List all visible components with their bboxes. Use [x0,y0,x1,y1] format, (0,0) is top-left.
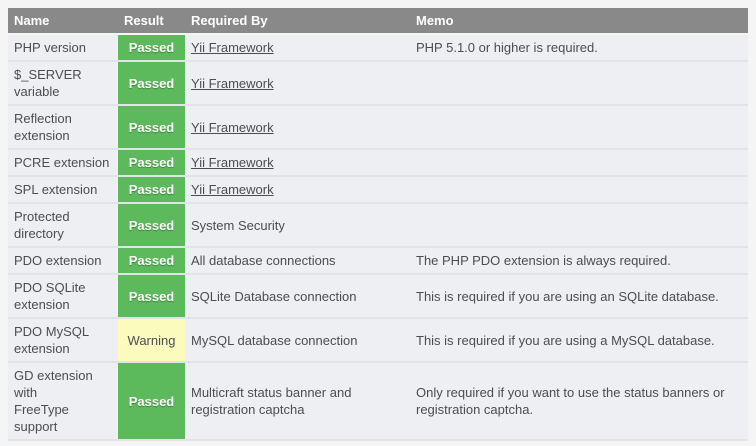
table-row: PCRE extension Passed Yii Framework [8,149,748,177]
required-by: Yii Framework [185,34,410,62]
result-badge: Passed [118,203,185,248]
required-by: All database connections [185,247,410,275]
table-row: Protected directory Passed System Securi… [8,203,748,248]
table-header-row: Name Result Required By Memo [8,8,748,35]
required-by-link[interactable]: Yii Framework [191,40,274,55]
required-by: MySQL database connection [185,318,410,363]
table-row: $_SERVER variable Passed Yii Framework [8,61,748,106]
table-row: PDO extension Passed All database connec… [8,247,748,275]
requirement-name: Protected directory [8,203,118,248]
memo-text [410,176,748,204]
required-by-link[interactable]: Yii Framework [191,75,274,91]
required-by-link[interactable]: Yii Framework [191,182,274,197]
table-row: GD extension with FreeType support Passe… [8,362,748,441]
requirement-name: PHP version [8,34,118,62]
memo-text [410,105,748,150]
column-header-required-by: Required By [185,8,410,35]
table-row: PDO MySQL extension Warning MySQL databa… [8,318,748,363]
table-row: SPL extension Passed Yii Framework [8,176,748,204]
result-badge: Passed [118,149,185,177]
result-badge: Warning [118,318,185,363]
memo-text [410,61,748,106]
requirements-body: PHP version Passed Yii Framework PHP 5.1… [8,34,748,441]
requirement-name: SPL extension [8,176,118,204]
memo-text: The PHP PDO extension is always required… [410,247,748,275]
table-row: PHP version Passed Yii Framework PHP 5.1… [8,34,748,62]
requirement-name: $_SERVER variable [8,61,118,106]
requirement-name: PDO extension [8,247,118,275]
required-by: Yii Framework [185,149,410,177]
requirements-table: Name Result Required By Memo PHP version… [8,8,748,441]
memo-text [410,203,748,248]
requirement-name: PCRE extension [8,149,118,177]
memo-text: This is required if you are using an SQL… [410,274,748,319]
requirement-name: PDO MySQL extension [8,318,118,363]
requirement-name: Reflection extension [8,105,118,150]
memo-text: PHP 5.1.0 or higher is required. [410,34,748,62]
required-by: Multicraft status banner and registratio… [185,362,410,441]
column-header-result: Result [118,8,185,35]
table-row: PDO SQLite extension Passed SQLite Datab… [8,274,748,319]
required-by-link[interactable]: Yii Framework [191,155,274,170]
result-badge: Passed [118,247,185,275]
column-header-name: Name [8,8,118,35]
result-badge: Passed [118,105,185,150]
requirement-name: GD extension with FreeType support [8,362,118,441]
memo-text [410,149,748,177]
required-by: Yii Framework [185,105,410,150]
requirement-name: PDO SQLite extension [8,274,118,319]
required-by: Yii Framework [185,176,410,204]
result-badge: Passed [118,61,185,106]
result-badge: Passed [118,274,185,319]
required-by: SQLite Database connection [185,274,410,319]
memo-text: Only required if you want to use the sta… [410,362,748,441]
table-row: Reflection extension Passed Yii Framewor… [8,105,748,150]
result-badge: Passed [118,34,185,62]
required-by: Yii Framework [185,61,410,106]
required-by: System Security [185,203,410,248]
memo-text: This is required if you are using a MySQ… [410,318,748,363]
result-badge: Passed [118,176,185,204]
required-by-link[interactable]: Yii Framework [191,119,274,135]
result-badge: Passed [118,362,185,441]
column-header-memo: Memo [410,8,748,35]
